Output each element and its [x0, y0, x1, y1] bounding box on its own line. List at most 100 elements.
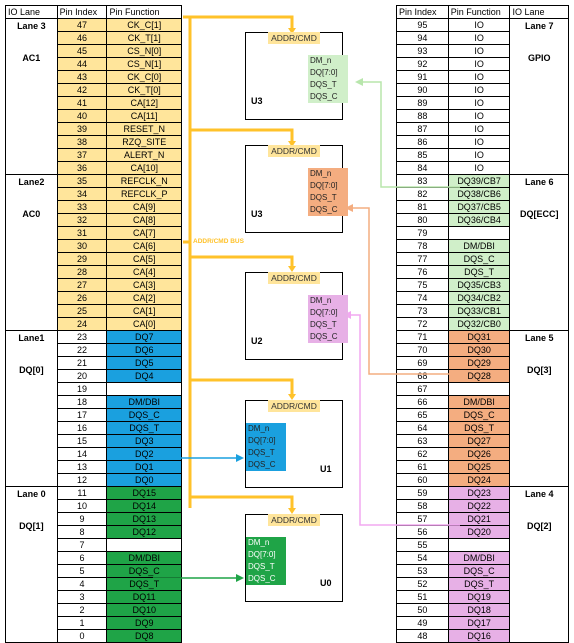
pin-function: DM/DBI	[447, 239, 511, 253]
pin-function: CA[5]	[106, 252, 182, 266]
lane-label: DQ[1]	[19, 521, 44, 531]
lane-label: AC0	[22, 209, 41, 219]
pin-function: IO	[447, 83, 511, 97]
pin-function: DQS_C	[447, 408, 511, 422]
pin-function: CA[8]	[106, 213, 182, 227]
pin-function: IO	[447, 96, 511, 110]
pin-index: 40	[56, 109, 108, 123]
pin-index: 39	[56, 122, 108, 136]
chip-name: U0	[320, 578, 332, 588]
pin-function: DQ33/CB1	[447, 304, 511, 318]
chip-pin: DQ[7:0]	[310, 308, 338, 317]
pin-function: DQ23	[447, 486, 511, 500]
pin-function: DQ24	[447, 473, 511, 487]
lane-name: Lane 0	[17, 489, 46, 499]
lane-name: Lane 4	[524, 489, 554, 499]
chip-pin: DQS_T	[310, 193, 337, 202]
lane-name: Lane 5	[524, 333, 554, 343]
pin-index: 29	[56, 252, 108, 266]
link-ecc	[360, 81, 460, 188]
pin-index: 25	[56, 304, 108, 318]
pin-function: CA[0]	[106, 317, 182, 331]
lane-label: GPIO	[527, 53, 551, 63]
pin-function: DQ1	[106, 460, 182, 474]
pin-function: DQ3	[106, 434, 182, 448]
pin-index: 43	[56, 70, 108, 84]
header-pin-index: Pin Index	[56, 5, 108, 19]
pin-function: DQ19	[447, 590, 511, 604]
chip-pin: DQS_T	[248, 562, 275, 571]
chip-pin: DQS_T	[310, 320, 337, 329]
chip-addr-cmd-label: ADDR/CMD	[268, 272, 320, 284]
bus-to-u3b	[190, 128, 294, 145]
pin-function: DQ30	[447, 343, 511, 357]
pin-function: CA[1]	[106, 304, 182, 318]
pin-function: DQS_C	[447, 564, 511, 578]
lane-label: DQ[2]	[526, 521, 552, 531]
pin-function: CK_C[1]	[106, 18, 182, 32]
lane-name: Lane 6	[524, 177, 554, 187]
bus-to-u0	[190, 495, 294, 512]
header-pin-function: Pin Function	[447, 5, 511, 19]
bus-label: ADDR/CMD BUS	[193, 238, 244, 245]
bus-to-u3a	[190, 15, 294, 32]
chip-pin: DQ[7:0]	[310, 68, 338, 77]
pin-function: IO	[447, 70, 511, 84]
lane-name: Lane 7	[524, 21, 554, 31]
pin-index: 41	[56, 96, 108, 110]
pin-function: CK_T[1]	[106, 31, 182, 45]
chip-pin: DQS_T	[310, 80, 337, 89]
pin-index: 1	[56, 616, 108, 630]
pin-function: DM/DBI	[447, 551, 511, 565]
pin-function: CA[4]	[106, 265, 182, 279]
pin-function: DQ25	[447, 460, 511, 474]
pin-index: 44	[56, 57, 108, 71]
chip-addr-cmd-label: ADDR/CMD	[268, 32, 320, 44]
pin-function: DQ14	[106, 499, 182, 513]
pin-function: DQS_T	[106, 421, 182, 435]
lane-label: DQ[0]	[19, 365, 44, 375]
chip-name: U2	[251, 336, 263, 346]
chip-pin: DM_n	[310, 169, 332, 178]
pin-index: 27	[56, 278, 108, 292]
lane-label: DQ[ECC]	[519, 209, 559, 219]
pin-index: 35	[56, 174, 108, 188]
pin-index: 45	[56, 44, 108, 58]
chip-addr-cmd-label: ADDR/CMD	[268, 145, 320, 157]
pin-function: RESET_N	[106, 122, 182, 136]
pin-function: DQ38/CB6	[447, 187, 511, 201]
pin-index: 28	[56, 265, 108, 279]
pin-function: DQS_C	[106, 564, 182, 578]
lane-cell: Lane 6 DQ[ECC]	[509, 174, 569, 331]
